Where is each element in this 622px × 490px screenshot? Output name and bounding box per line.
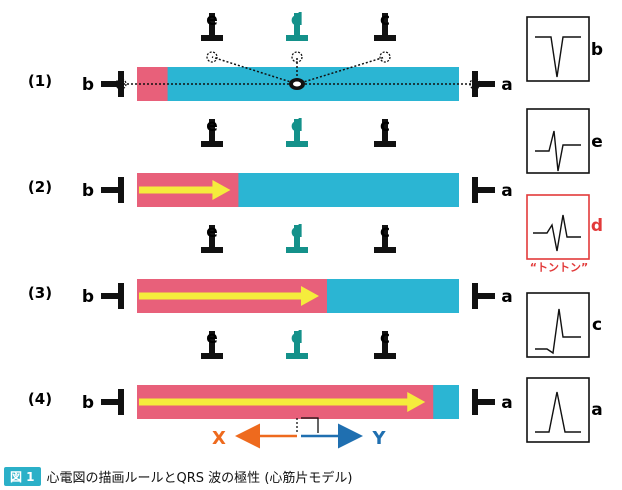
waveform-d-note: “トントン” — [530, 261, 588, 274]
waveform-letter-d: d — [591, 216, 603, 236]
electrode-c-row-1-bar — [374, 35, 396, 41]
electrode-e-row-4-bar — [201, 353, 223, 359]
electrode-d-row-4-bar — [286, 353, 308, 359]
lead-line-row-1-2 — [296, 56, 386, 85]
electrode-b-row-3-bar — [118, 283, 124, 309]
electrode-d-row-2-bar — [286, 141, 308, 147]
electrode-b-label-row-3: b — [82, 287, 94, 307]
electrode-e-row-1-bar — [201, 35, 223, 41]
row-label-4: (4) — [28, 390, 52, 408]
waveform-trace-c — [535, 308, 581, 355]
electrode-c-label-row-3: c — [380, 222, 390, 242]
electrode-a-label-row-1: a — [501, 75, 512, 95]
electrode-b-row-3-stem — [101, 293, 118, 299]
propagation-arrow-shaft-row-2 — [139, 186, 215, 194]
electrode-a-row-4-bar — [472, 389, 478, 415]
electrode-b-row-4-stem — [101, 399, 118, 405]
electrode-e-row-3-bar — [201, 247, 223, 253]
electrode-contact-row-1-2 — [379, 51, 391, 63]
electrode-d-row-3-bar — [286, 247, 308, 253]
electrode-b-label-row-2: b — [82, 181, 94, 201]
figure-caption-text: 心電図の描画ルールとQRS 波の極性 (心筋片モデル) — [46, 470, 353, 486]
right-angle-mark — [301, 417, 319, 433]
waveform-trace-d — [533, 214, 581, 252]
electrode-e-row-2-stem — [209, 119, 215, 143]
propagation-arrow-shaft-row-3 — [139, 292, 303, 300]
electrode-d-row-4-stem — [294, 331, 300, 355]
waveform-box-e — [526, 108, 590, 174]
waveform-trace-a — [535, 391, 581, 433]
waveform-box-c — [526, 292, 590, 358]
electrode-c-row-1-stem — [382, 13, 388, 37]
electrode-d-label-row-4: d — [291, 328, 303, 348]
electrode-b-label-row-1: b — [82, 75, 94, 95]
waveform-trace-b — [535, 36, 581, 78]
electrode-e-label-row-1: e — [206, 10, 218, 30]
row-label-2: (2) — [28, 178, 52, 196]
electrode-c-row-4-bar — [374, 353, 396, 359]
electrode-e-label-row-3: e — [206, 222, 218, 242]
electrode-c-label-row-4: c — [380, 328, 390, 348]
row-label-3: (3) — [28, 284, 52, 302]
electrode-d-label-row-2: d — [291, 116, 303, 136]
waveform-letter-e: e — [591, 132, 603, 152]
figure-number-badge: 図 1 — [4, 466, 41, 486]
electrode-a-row-2-stem — [478, 187, 495, 193]
propagation-arrow-head-row-4 — [407, 392, 426, 412]
waveform-letter-c: c — [592, 315, 602, 335]
vector-x-label: X — [212, 428, 226, 449]
electrode-b-row-1-bar — [118, 71, 124, 97]
electrode-a-row-3-bar — [472, 283, 478, 309]
electrode-e-row-4-stem — [209, 331, 215, 355]
electrode-e-row-1-stem — [209, 13, 215, 37]
electrode-a-label-row-4: a — [501, 393, 512, 413]
electrode-c-label-row-2: c — [380, 116, 390, 136]
electrode-a-row-2-bar — [472, 177, 478, 203]
electrode-contact-row-1-4 — [469, 78, 481, 90]
waveform-letter-a: a — [591, 400, 602, 420]
waveform-box-d — [526, 194, 590, 260]
propagation-arrow-shaft-row-4 — [139, 398, 410, 406]
electrode-a-label-row-3: a — [501, 287, 512, 307]
electrode-contact-row-1-0 — [206, 51, 218, 63]
electrode-b-row-4-bar — [118, 389, 124, 415]
figure-caption: 図 1 心電図の描画ルールとQRS 波の極性 (心筋片モデル) — [4, 466, 352, 486]
electrode-contact-row-1-1 — [291, 51, 303, 63]
electrode-c-row-2-stem — [382, 119, 388, 143]
electrode-d-row-3-stem — [294, 225, 300, 249]
electrode-d-row-2-stem — [294, 119, 300, 143]
electrode-d-label-row-1: d — [291, 10, 303, 30]
electrode-c-row-3-stem — [382, 225, 388, 249]
electrode-b-row-2-stem — [101, 187, 118, 193]
electrode-c-row-2-bar — [374, 141, 396, 147]
electrode-e-row-3-stem — [209, 225, 215, 249]
electrode-c-label-row-1: c — [380, 10, 390, 30]
electrode-b-label-row-4: b — [82, 393, 94, 413]
electrode-e-label-row-4: e — [206, 328, 218, 348]
row-label-1: (1) — [28, 72, 52, 90]
electrode-e-label-row-2: e — [206, 116, 218, 136]
propagation-arrow-head-row-2 — [212, 180, 231, 200]
electrode-a-row-1-stem — [478, 81, 495, 87]
electrode-c-row-4-stem — [382, 331, 388, 355]
dipole-source-center — [293, 81, 301, 87]
propagation-arrow-head-row-3 — [300, 286, 319, 306]
waveform-letter-b: b — [591, 40, 603, 60]
electrode-a-label-row-2: a — [501, 181, 512, 201]
electrode-b-row-1-stem — [101, 81, 118, 87]
electrode-d-label-row-3: d — [291, 222, 303, 242]
electrode-contact-row-1-3 — [115, 78, 127, 90]
vector-y-label: Y — [371, 428, 386, 449]
electrode-c-row-3-bar — [374, 247, 396, 253]
electrode-a-row-3-stem — [478, 293, 495, 299]
electrode-b-row-2-bar — [118, 177, 124, 203]
electrode-a-row-4-stem — [478, 399, 495, 405]
electrode-d-row-1-bar — [286, 35, 308, 41]
electrode-d-row-1-stem — [294, 13, 300, 37]
electrode-e-row-2-bar — [201, 141, 223, 147]
lead-line-row-1-0 — [211, 56, 298, 85]
waveform-trace-e — [535, 130, 581, 172]
